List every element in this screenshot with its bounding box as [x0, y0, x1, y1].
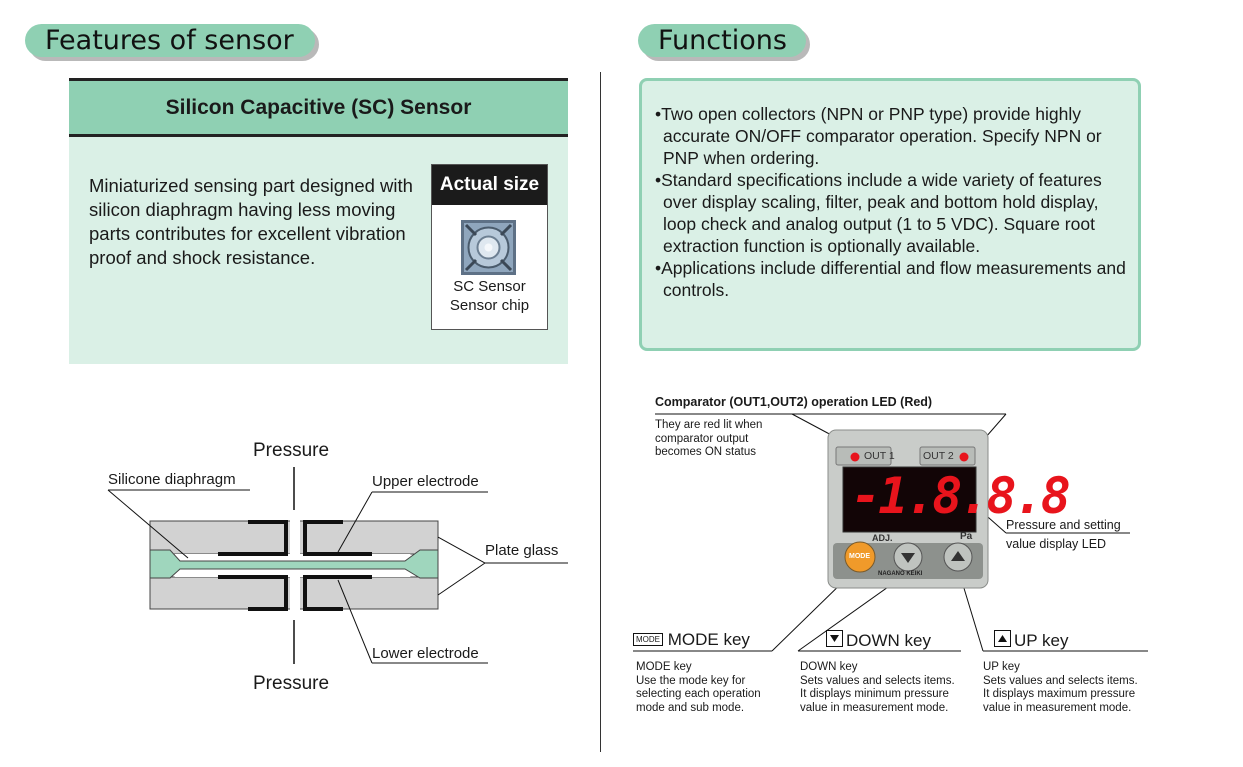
down-key-title: DOWN key — [826, 630, 931, 651]
mode-desc-line: selecting each operation — [636, 688, 761, 700]
mode-button-text: MODE — [849, 553, 870, 560]
mode-button[interactable] — [844, 541, 876, 573]
actual-size-label: Actual size — [432, 165, 547, 205]
features-section-title: Features of sensor — [25, 24, 315, 57]
sc-sensor-heading: Silicon Capacitive (SC) Sensor — [69, 78, 568, 137]
pressure-switch-device — [827, 429, 989, 589]
column-divider — [600, 72, 601, 752]
plate-glass-label: Plate glass — [485, 542, 559, 559]
up-desc-line: Sets values and selects items. — [983, 674, 1138, 687]
down-key-desc: DOWN key Sets values and selects items. … — [800, 661, 955, 715]
comparator-note-line: They are red lit when — [655, 419, 763, 431]
up-desc-line: It displays maximum pressure — [983, 688, 1136, 700]
out1-label: OUT 1 — [864, 450, 895, 462]
chip-caption-line1: SC Sensor — [453, 278, 526, 295]
function-item: •Standard specifications include a wide … — [655, 170, 1102, 256]
upper-electrode-label: Upper electrode — [372, 473, 479, 490]
down-arrow-icon — [826, 630, 843, 647]
mode-key-icon: MODE — [633, 633, 663, 646]
up-arrow-icon — [994, 630, 1011, 647]
down-desc-line: value in measurement mode. — [800, 701, 949, 714]
pressure-bottom-label: Pressure — [253, 673, 330, 694]
out1-led — [850, 452, 860, 462]
mode-desc-line: mode and sub mode. — [636, 701, 745, 714]
functions-section-title: Functions — [638, 24, 806, 57]
mode-desc-line: Use the mode key for — [636, 674, 746, 687]
brand-label: NAGANO KEIKI — [878, 571, 923, 577]
down-desc-line: It displays minimum pressure — [800, 688, 949, 700]
mode-key-title-text: MODE key — [667, 630, 750, 649]
functions-box — [639, 78, 1141, 351]
up-key-title: UP key — [994, 630, 1069, 651]
out2-label: OUT 2 — [923, 450, 954, 462]
lower-electrode-label: Lower electrode — [372, 645, 479, 662]
sensor-chip-image — [461, 220, 516, 275]
out2-led — [959, 452, 969, 462]
pressure-led-line: value display LED — [1006, 537, 1107, 551]
pressure-led-line: Pressure and setting — [1006, 518, 1121, 532]
mode-desc-line: MODE key — [636, 661, 692, 673]
sc-sensor-description: Miniaturized sensing part designed with … — [89, 175, 413, 268]
led-display-value: -1.8.8.8 — [851, 467, 1071, 525]
silicone-diaphragm-label: Silicone diaphragm — [108, 471, 236, 488]
function-item: •Applications include differential and f… — [655, 258, 1126, 300]
down-desc-line: Sets values and selects items. — [800, 674, 955, 687]
functions-list: •Two open collectors (NPN or PNP type) p… — [655, 103, 1135, 301]
comparator-led-note: They are red lit when comparator output … — [655, 419, 762, 460]
sensor-chip-caption: SC Sensor Sensor chip — [432, 277, 547, 315]
up-key-desc: UP key Sets values and selects items. It… — [983, 661, 1138, 715]
features-title-text: Features of sensor — [45, 25, 294, 56]
up-desc-line: UP key — [983, 661, 1020, 673]
sensor-cross-section — [107, 467, 568, 664]
adj-label: ADJ. — [872, 533, 893, 543]
comparator-note-line: becomes ON status — [655, 446, 756, 458]
comparator-note-line: comparator output — [655, 432, 749, 445]
up-desc-line: value in measurement mode. — [983, 701, 1132, 714]
up-key-title-text: UP key — [1014, 631, 1069, 650]
mode-key-desc: MODE key Use the mode key for selecting … — [636, 661, 761, 715]
functions-title-text: Functions — [658, 25, 787, 56]
pressure-top-label: Pressure — [253, 440, 330, 461]
comparator-led-title: Comparator (OUT1,OUT2) operation LED (Re… — [655, 395, 933, 409]
down-key-title-text: DOWN key — [846, 631, 931, 650]
down-desc-line: DOWN key — [800, 661, 858, 673]
pressure-led-label: Pressure and setting value display LED — [1006, 516, 1121, 554]
actual-size-box: Actual size SC Sensor Sensor chip — [431, 164, 548, 330]
mode-key-title: MODE MODE key — [633, 630, 750, 650]
function-item: •Two open collectors (NPN or PNP type) p… — [655, 104, 1102, 168]
chip-caption-line2: Sensor chip — [449, 297, 530, 314]
unit-label: Pa — [960, 531, 973, 542]
